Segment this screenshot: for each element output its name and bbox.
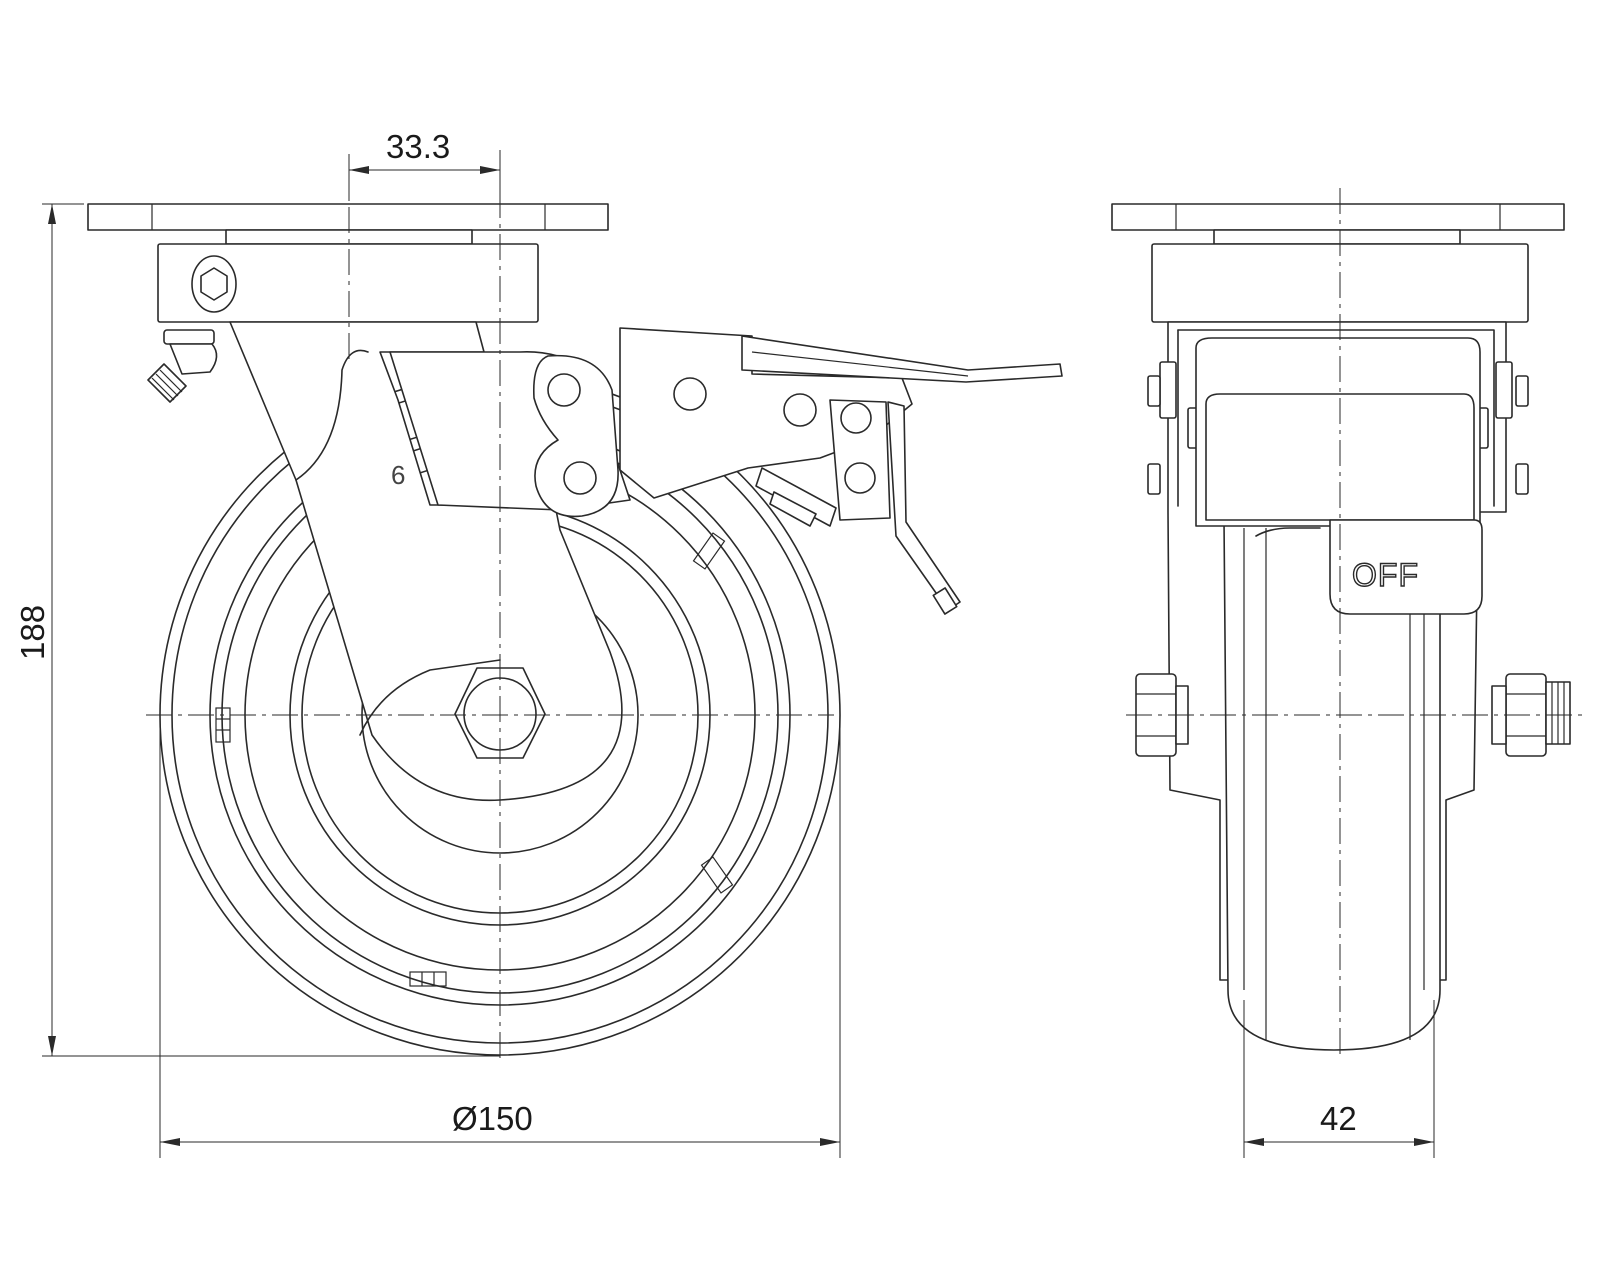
front-view: OFF [1111, 188, 1584, 1060]
top-plate [87, 203, 609, 245]
grease-nipple-icon [147, 329, 218, 403]
part-number-label: 6 [391, 460, 405, 490]
dimension-wheel-diameter: Ø150 [159, 715, 841, 1158]
dimension-offset: 33.3 [348, 128, 501, 200]
dimension-height: 188 [14, 203, 500, 1057]
brake-lever [619, 327, 1063, 615]
brake-plate [389, 351, 631, 518]
side-view: 6 [87, 150, 1063, 1058]
dimension-wheel-width-label: 42 [1320, 1100, 1357, 1137]
front-view-centerlines [1126, 188, 1584, 1060]
dimension-offset-label: 33.3 [386, 128, 450, 165]
dimension-wheel-diameter-label: Ø150 [452, 1100, 533, 1137]
dimension-wheel-width: 42 [1243, 1000, 1435, 1158]
swivel-housing [157, 243, 539, 323]
dimension-height-label: 188 [14, 605, 51, 660]
brake-state-label: OFF [1352, 557, 1419, 593]
tread-marks [215, 532, 734, 987]
